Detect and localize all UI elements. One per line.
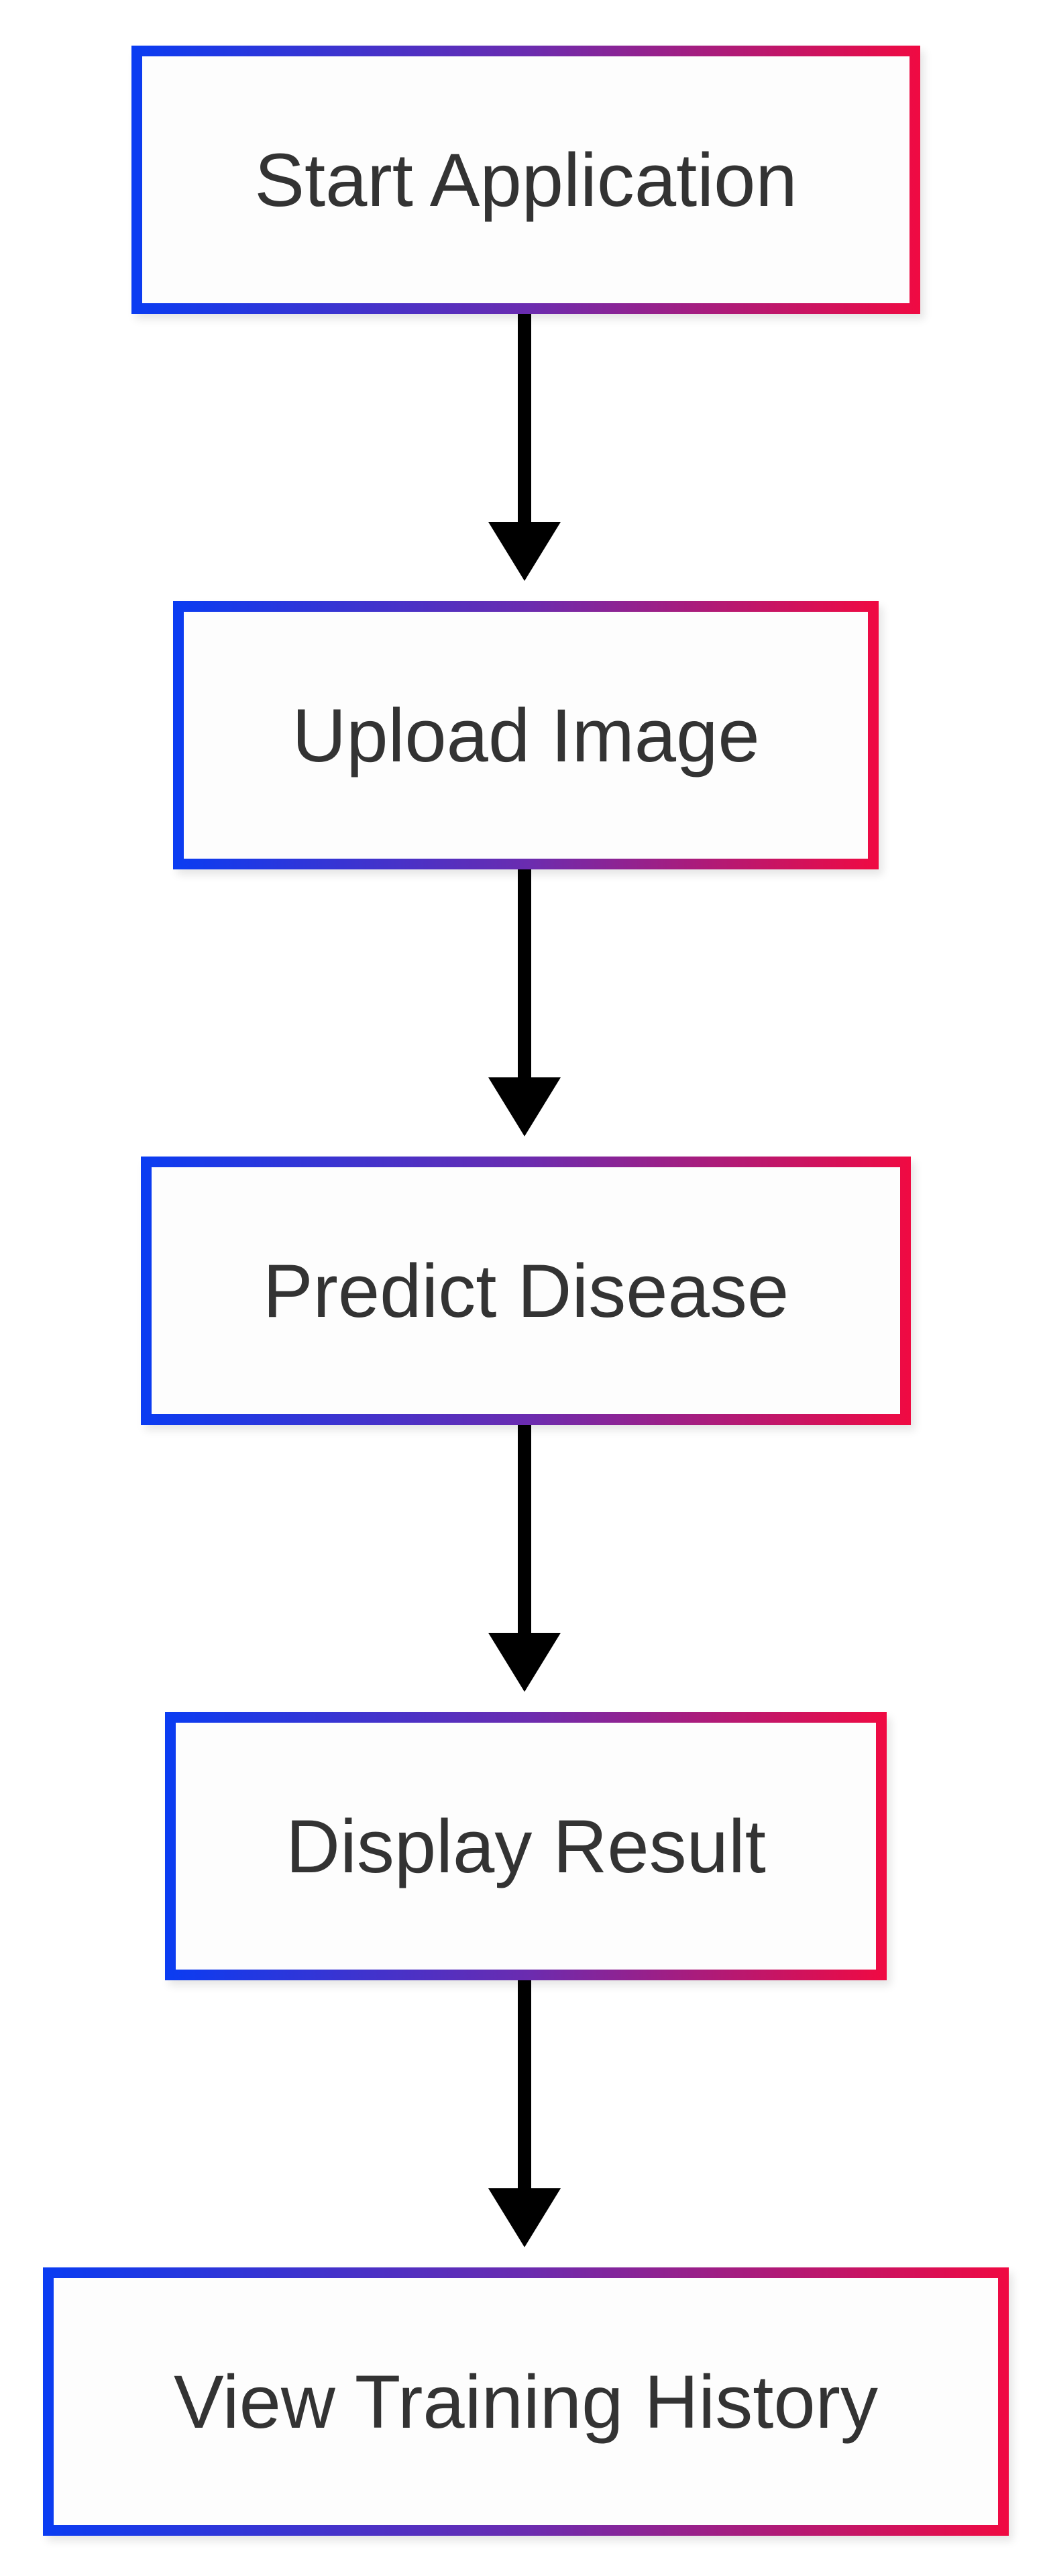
node-start-application: Start Application bbox=[131, 46, 920, 314]
node-predict-disease: Predict Disease bbox=[141, 1157, 911, 1425]
node-upload-image: Upload Image bbox=[173, 601, 879, 869]
arrowhead-icon bbox=[488, 522, 561, 581]
node-box: Upload Image bbox=[184, 612, 868, 859]
node-view-training-history: View Training History bbox=[43, 2267, 1009, 2536]
node-display-result: Display Result bbox=[165, 1712, 887, 1980]
node-label: View Training History bbox=[174, 2359, 878, 2444]
node-box: Start Application bbox=[142, 56, 910, 303]
node-box: Display Result bbox=[176, 1723, 876, 1970]
arrowhead-icon bbox=[488, 2188, 561, 2247]
node-label: Start Application bbox=[254, 138, 797, 222]
node-box: Predict Disease bbox=[152, 1167, 900, 1414]
edge-predict-display bbox=[488, 1425, 561, 1692]
arrowhead-icon bbox=[488, 1077, 561, 1136]
edge-start-upload bbox=[488, 314, 561, 581]
edge-display-history bbox=[488, 1980, 561, 2247]
node-label: Upload Image bbox=[292, 693, 760, 777]
arrowhead-icon bbox=[488, 1633, 561, 1692]
edge-upload-predict bbox=[488, 869, 561, 1136]
node-label: Display Result bbox=[286, 1804, 766, 1888]
node-box: View Training History bbox=[54, 2278, 998, 2525]
node-label: Predict Disease bbox=[262, 1248, 789, 1333]
